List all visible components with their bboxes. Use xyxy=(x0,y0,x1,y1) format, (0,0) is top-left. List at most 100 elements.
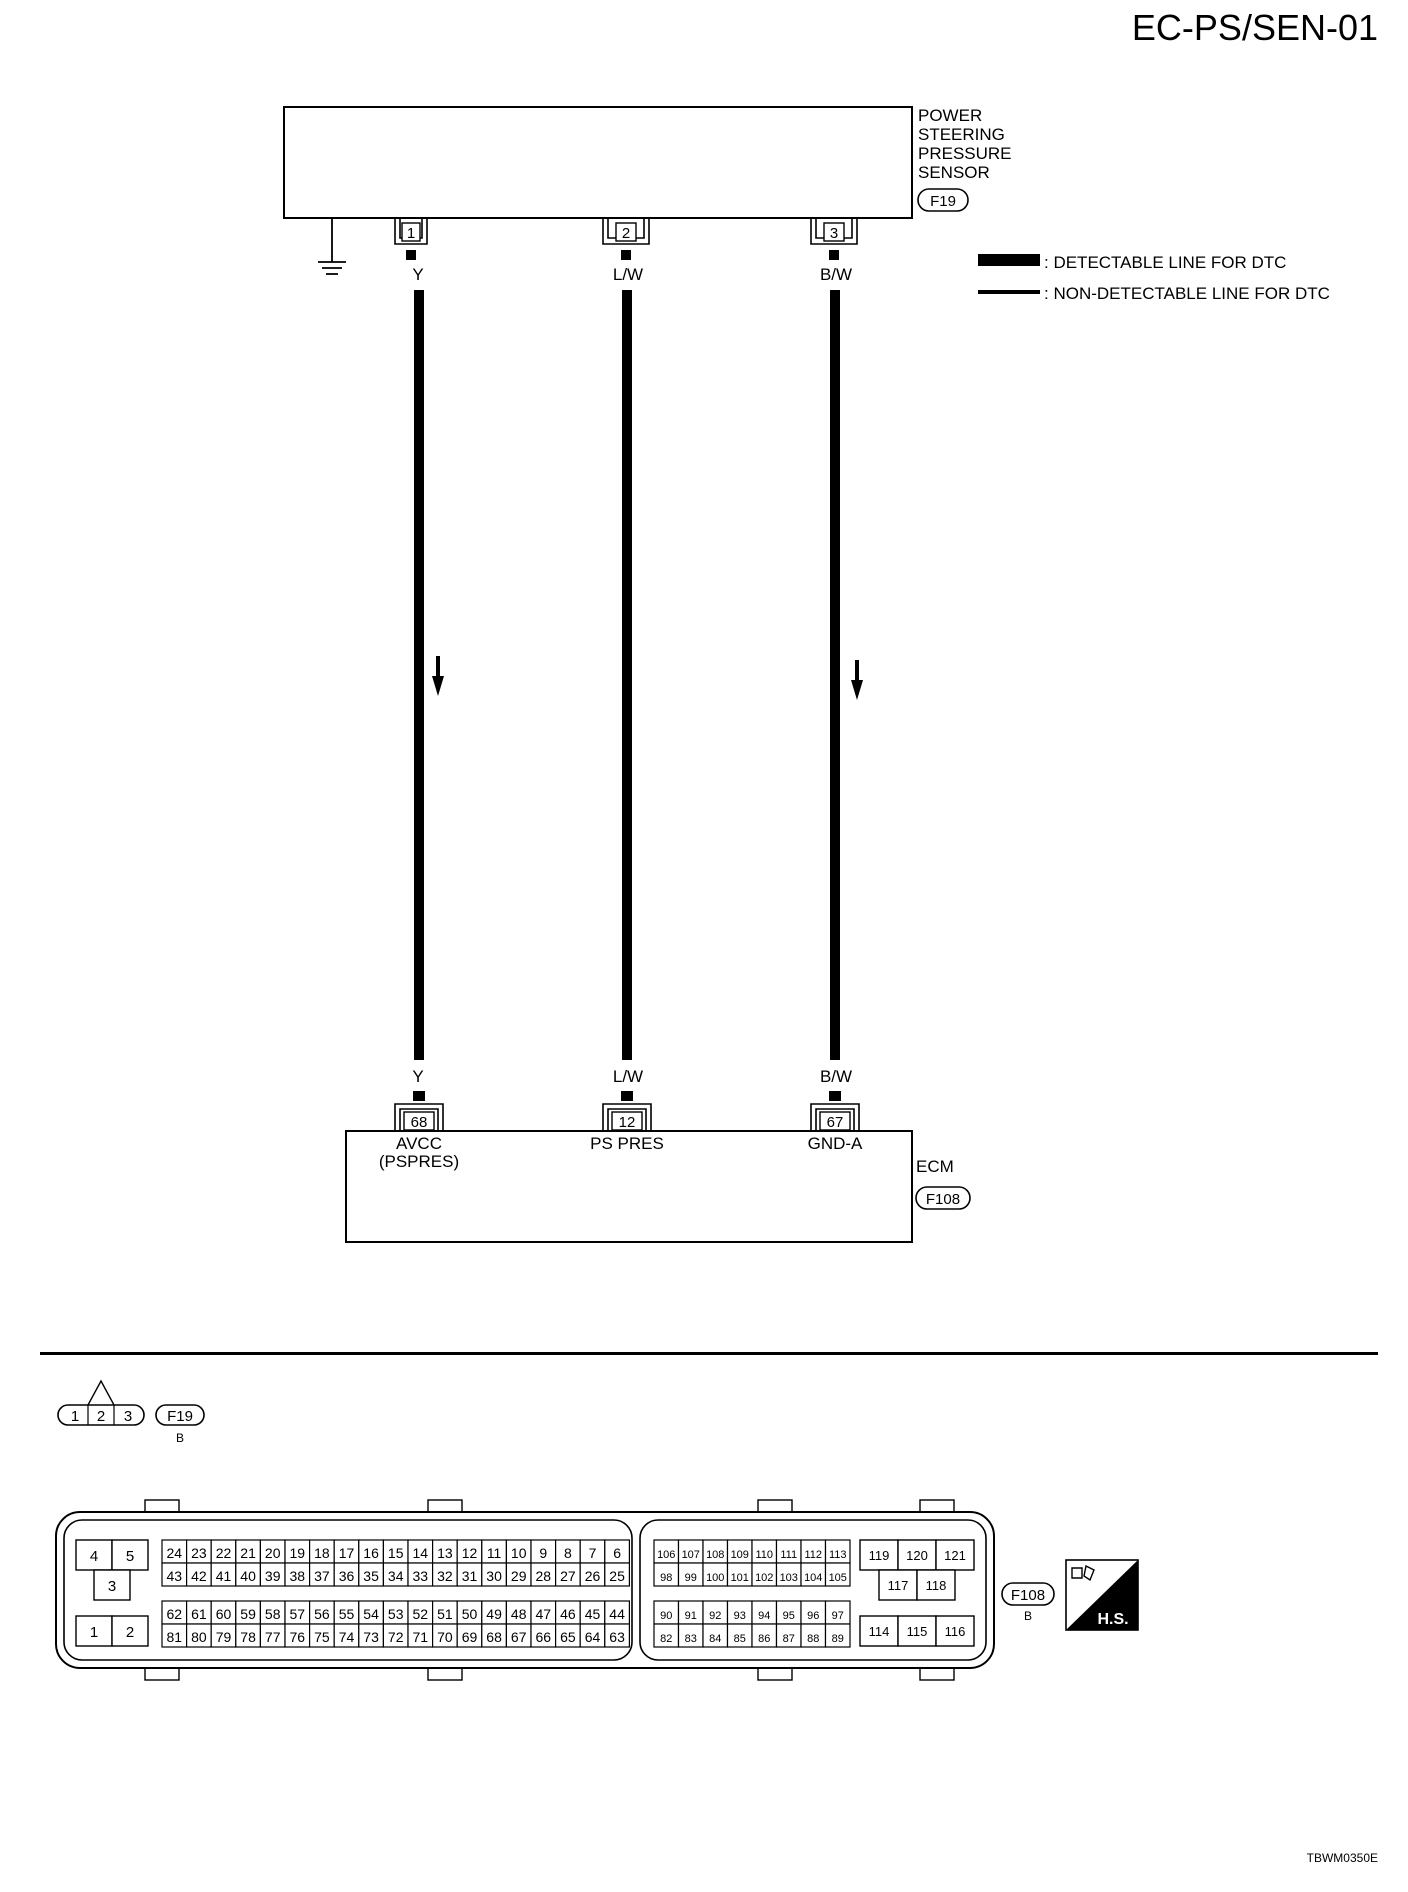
f108-pin: 9 xyxy=(539,1545,547,1561)
f108-pin: 114 xyxy=(869,1624,890,1639)
f108-pin: 103 xyxy=(780,1572,798,1584)
f108-pin: 73 xyxy=(363,1629,379,1645)
f108-pin: 32 xyxy=(437,1568,453,1584)
f108-pin: 10 xyxy=(511,1545,527,1561)
f108-pin: 62 xyxy=(167,1606,183,1622)
f108-pin: 16 xyxy=(363,1545,379,1561)
ecm-connector-label: F108 xyxy=(926,1191,960,1208)
f108-pin: 27 xyxy=(560,1568,576,1584)
f108-pin: 37 xyxy=(314,1568,330,1584)
f108-badge xyxy=(1001,1582,1055,1606)
f108-pin: 92 xyxy=(709,1610,721,1622)
sensor-pin-2-terminal xyxy=(621,250,631,260)
sensor-connector-badge xyxy=(917,188,969,212)
f108-pin: 14 xyxy=(413,1545,429,1561)
f108-pin: 110 xyxy=(755,1549,773,1561)
ecm-pin-12-label: PS PRES xyxy=(590,1134,664,1153)
f108-color-code: B xyxy=(1024,1609,1032,1623)
f108-pin: 66 xyxy=(536,1629,552,1645)
f108-pin: 91 xyxy=(685,1610,697,1622)
legend-non-detectable-text: : NON-DETECTABLE LINE FOR DTC xyxy=(1044,284,1330,303)
sensor-box xyxy=(283,106,913,219)
f108-pin: 117 xyxy=(888,1578,909,1593)
legend-detectable-text: : DETECTABLE LINE FOR DTC xyxy=(1044,253,1286,272)
ecm-pin-68-sublabel: (PSPRES) xyxy=(379,1152,459,1171)
ecm-pin-12-terminal xyxy=(621,1091,633,1101)
f108-pin: 83 xyxy=(685,1633,697,1645)
f108-pin: 99 xyxy=(685,1572,697,1584)
sensor-pin-1-number: 1 xyxy=(407,225,415,242)
f108-pin: 56 xyxy=(314,1606,330,1622)
f108-pin: 65 xyxy=(560,1629,576,1645)
connector-f19: 1 2 3 F19 B xyxy=(57,1379,205,1445)
f108-pin: 108 xyxy=(706,1549,724,1561)
f108-pin: 107 xyxy=(682,1549,700,1561)
f108-pin: 21 xyxy=(240,1545,256,1561)
ecm-pin-68-label: AVCC xyxy=(396,1134,442,1153)
f108-pin: 94 xyxy=(758,1610,770,1622)
f108-pin: 11 xyxy=(487,1545,502,1561)
f108-pin: 72 xyxy=(388,1629,404,1645)
f108-left-shell xyxy=(63,1519,633,1661)
f108-pin: 119 xyxy=(869,1548,890,1563)
f108-pin: 118 xyxy=(926,1578,947,1593)
sensor-connector-label: F19 xyxy=(930,193,956,210)
f108-pin: 38 xyxy=(290,1568,306,1584)
f19-key-icon xyxy=(87,1379,115,1406)
f108-pin: 7 xyxy=(589,1545,597,1561)
f108-pin: 5 xyxy=(126,1548,134,1565)
f108-pin: 47 xyxy=(536,1606,552,1622)
f108-pin: 46 xyxy=(560,1606,576,1622)
ground-icon xyxy=(318,218,346,275)
f108-pin: 54 xyxy=(363,1606,379,1622)
f108-pin: 112 xyxy=(804,1549,822,1561)
f19-pin-2: 2 xyxy=(97,1408,105,1425)
f108-pin: 19 xyxy=(290,1545,306,1561)
f108-pin: 90 xyxy=(660,1610,672,1622)
ecm-pin-12-number: 12 xyxy=(619,1114,636,1131)
sensor-name-line-3: PRESSURE xyxy=(918,144,1012,163)
sensor-pin-2-number: 2 xyxy=(622,225,630,242)
ecm-connector-badge xyxy=(915,1186,971,1210)
f108-pin: 1 xyxy=(90,1624,98,1641)
f108-pin: 45 xyxy=(585,1606,601,1622)
f108-pin: 97 xyxy=(832,1610,844,1622)
wire-3-color-bottom: B/W xyxy=(820,1067,852,1086)
f108-pin: 43 xyxy=(167,1568,183,1584)
f108-pin: 13 xyxy=(437,1545,453,1561)
f19-housing xyxy=(57,1404,145,1426)
sensor-pin-3-terminal xyxy=(829,250,839,260)
f108-pin-cell xyxy=(604,1562,630,1587)
f108-pin: 52 xyxy=(413,1606,429,1622)
f108-pin: 24 xyxy=(167,1545,183,1561)
wire-2-color-bottom: L/W xyxy=(613,1067,643,1086)
f108-pin: 111 xyxy=(780,1549,797,1561)
f108-pin: 29 xyxy=(511,1568,527,1584)
f108-pin: 15 xyxy=(388,1545,404,1561)
sensor-name: POWER STEERING PRESSURE SENSOR xyxy=(918,106,1012,182)
sensor-pin-3-box xyxy=(823,222,845,242)
f108-pin: 101 xyxy=(731,1572,749,1584)
f108-pin: 50 xyxy=(462,1606,478,1622)
ecm-name: ECM xyxy=(916,1157,954,1176)
f108-pin: 48 xyxy=(511,1606,527,1622)
f19-label: F19 xyxy=(167,1408,193,1425)
f108-pin: 30 xyxy=(486,1568,502,1584)
f108-pin: 84 xyxy=(709,1633,721,1645)
f108-pin: 25 xyxy=(609,1568,625,1584)
f108-pin: 31 xyxy=(462,1568,478,1584)
f108-pin: 96 xyxy=(807,1610,819,1622)
f19-pin-3: 3 xyxy=(124,1408,132,1425)
f108-pin: 42 xyxy=(191,1568,207,1584)
f108-pin: 55 xyxy=(339,1606,355,1622)
f108-pin: 64 xyxy=(585,1629,601,1645)
wire-3-color-top: B/W xyxy=(820,265,852,284)
sensor-name-line-2: STEERING xyxy=(918,125,1005,144)
f108-pin: 8 xyxy=(564,1545,572,1561)
f108-pin: 115 xyxy=(907,1624,928,1639)
f108-pin: 109 xyxy=(731,1549,749,1561)
f108-pin: 98 xyxy=(660,1572,672,1584)
